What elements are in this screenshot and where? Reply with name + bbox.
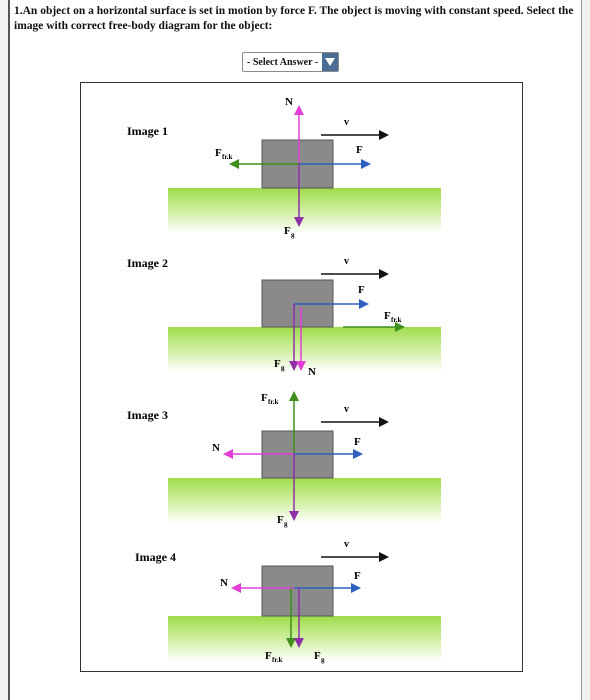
image-4-ground (168, 616, 441, 661)
question-text: 1.An object on a horizontal surface is s… (14, 5, 574, 32)
image-2-gravity-subscript: g (281, 364, 285, 372)
image-3-gravity-arrowhead (289, 511, 299, 521)
image-1-applied-label: F (356, 144, 363, 156)
image-2-friction-arrowhead (395, 322, 405, 332)
image-1-gravity-label: F (284, 225, 291, 237)
image-2-normal-arrowhead (296, 361, 306, 371)
image-4-label: Image 4 (135, 550, 176, 564)
image-4-normal-label: N (220, 577, 228, 589)
image-3-ground (168, 478, 441, 523)
image-1-friction-label: F (215, 147, 222, 159)
image-2-normal-label: N (308, 366, 316, 378)
image-4-friction-label: F (265, 650, 272, 662)
image-4-applied-arrowhead (351, 583, 361, 593)
image-2-gravity-arrowhead (289, 361, 299, 371)
image-1-diagram: Image 1 v N F g F (127, 96, 441, 239)
image-1-normal-arrowhead (294, 105, 304, 115)
image-1-friction-arrowhead (229, 159, 239, 169)
image-4-velocity-label: v (344, 539, 349, 550)
question-container: 1.An object on a horizontal surface is s… (8, 0, 582, 700)
image-3-normal-label: N (212, 442, 220, 454)
image-3-applied-arrowhead (353, 449, 363, 459)
image-3-label: Image 3 (127, 408, 168, 422)
image-1-applied-arrowhead (361, 159, 371, 169)
image-3-velocity-label: v (344, 404, 349, 415)
image-1-ground (168, 188, 441, 233)
image-2-velocity-arrowhead (379, 269, 389, 279)
image-3-friction-subscript: fr.k (268, 398, 279, 406)
image-2-diagram: Image 2 v F F g N (127, 256, 441, 378)
image-3-velocity-arrowhead (379, 417, 389, 427)
image-4-velocity-arrowhead (379, 552, 389, 562)
image-4-friction-subscript: fr.k (272, 656, 283, 664)
image-1-velocity-arrowhead (379, 130, 389, 140)
image-1-label: Image 1 (127, 124, 168, 138)
image-4-diagram: Image 4 v N F F fr.k (135, 539, 441, 664)
image-3-gravity-label: F (277, 514, 284, 526)
image-4-friction-arrowhead (286, 638, 296, 648)
image-2-friction-label: F (384, 310, 391, 322)
image-2-applied-label: F (358, 284, 365, 296)
image-1-gravity-arrowhead (294, 217, 304, 227)
image-4-gravity-label: F (314, 650, 321, 662)
image-3-applied-label: F (354, 436, 361, 448)
image-3-gravity-subscript: g (284, 520, 288, 528)
image-4-block (261, 565, 334, 617)
image-3-friction-label: F (261, 392, 268, 404)
answer-select-label: - Select Answer - (247, 56, 319, 68)
image-2-friction-subscript: fr.k (391, 316, 402, 324)
image-2-applied-arrowhead (359, 299, 369, 309)
free-body-diagrams: Image 1 v N F g F (127, 96, 441, 664)
image-1-friction-subscript: fr.k (222, 153, 233, 161)
image-4-gravity-arrowhead (294, 638, 304, 648)
free-body-diagram-figure: Image 1 v N F g F (80, 82, 523, 672)
image-1-gravity-subscript: g (291, 231, 295, 239)
image-2-velocity-label: v (344, 256, 349, 267)
image-4-applied-label: F (354, 570, 361, 582)
image-3-diagram: Image 3 v F fr.k N F (127, 391, 441, 528)
image-4-gravity-subscript: g (321, 656, 325, 664)
answer-select[interactable]: - Select Answer - (242, 52, 340, 72)
image-1-normal-label: N (285, 96, 293, 108)
image-4-normal-arrowhead (231, 583, 241, 593)
image-3-normal-arrowhead (223, 449, 233, 459)
image-2-gravity-label: F (274, 358, 281, 370)
image-2-ground (168, 327, 441, 372)
image-3-friction-arrowhead (289, 391, 299, 401)
chevron-down-icon[interactable] (322, 53, 339, 71)
image-1-velocity-label: v (344, 117, 349, 128)
image-2-label: Image 2 (127, 256, 168, 270)
